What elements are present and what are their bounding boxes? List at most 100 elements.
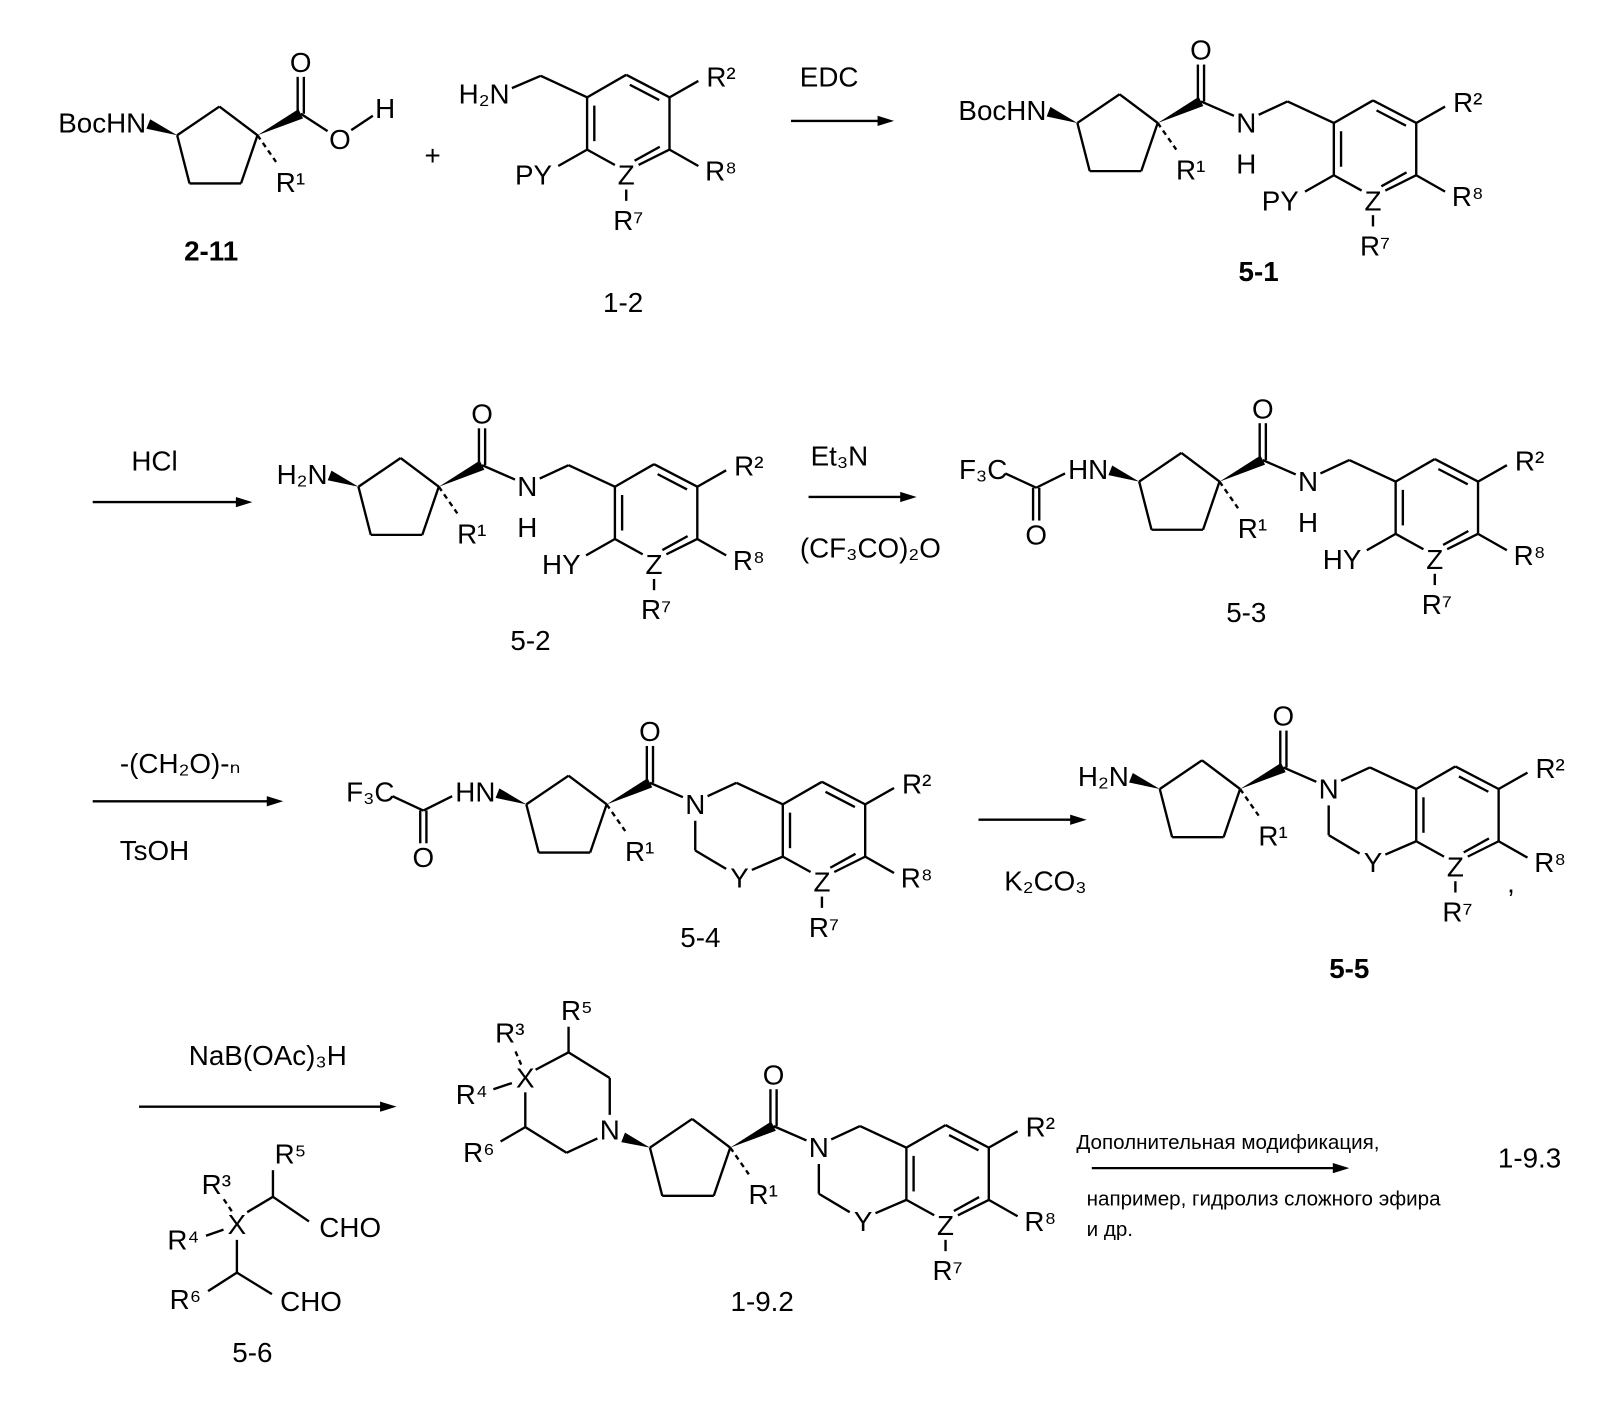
cyclopentane-bond: [358, 458, 400, 487]
hydroxyl-h-label: H: [375, 93, 395, 124]
ring-bond: [906, 1200, 934, 1215]
double-bond-line: [1438, 469, 1467, 484]
reagent-k2co3: K₂CO₃: [1004, 866, 1086, 897]
double-bond-line: [662, 536, 687, 550]
ring-bond: [1385, 841, 1416, 854]
arrowhead: [900, 492, 916, 502]
double-bond-line: [635, 147, 660, 161]
hashed-bond: [607, 804, 626, 831]
wedge-bond: [146, 119, 177, 135]
carbonyl-oxygen-label: O: [1190, 35, 1212, 66]
final-step-text-line-3: и др.: [1087, 1218, 1133, 1241]
ch2-bond: [1259, 101, 1288, 114]
hashed-bond: [1240, 789, 1259, 816]
amide-bond: [1201, 101, 1234, 115]
ring-bond: [1468, 841, 1499, 856]
ring-bond: [695, 850, 726, 868]
r2-bond: [697, 470, 726, 486]
acyl-bond: [1036, 473, 1065, 487]
acyl-bond: [423, 796, 452, 810]
ring-bond: [819, 1194, 850, 1212]
amine-label: HN: [455, 777, 495, 808]
ch2-bond: [1287, 101, 1333, 123]
x-label: X: [228, 1209, 247, 1240]
wedge-bond: [496, 788, 527, 804]
r7-label: R⁷: [1360, 230, 1390, 261]
ortho-bond: [558, 150, 587, 166]
x-label: X: [516, 1062, 535, 1093]
ring-bond: [906, 1125, 945, 1148]
compound-id-5-2: 5-2: [510, 625, 550, 656]
ortho-bond: [1367, 534, 1396, 550]
cyclopentane-bond: [590, 804, 606, 852]
z-label: Z: [813, 867, 830, 898]
cyclopentane-bond: [650, 1119, 692, 1148]
amine-label: H₂N: [459, 79, 510, 110]
ortho-bond: [586, 539, 615, 555]
y-label: Y: [1364, 847, 1383, 878]
r2-bond: [865, 788, 894, 804]
reagent-edc: EDC: [800, 61, 859, 92]
piperidine-bond: [566, 1138, 597, 1152]
ring-bond: [1447, 534, 1478, 549]
ring-bond: [1334, 175, 1362, 190]
amine-label: H₂N: [277, 459, 328, 490]
r1-label: R¹: [749, 1179, 778, 1210]
r8-label: R⁸: [901, 863, 933, 894]
reagent-paraformaldehyde: -(CH₂O)-ₙ: [120, 748, 241, 779]
amide-n-label: N: [1236, 108, 1256, 139]
reagent-et3n: Et₃N: [811, 441, 869, 472]
final-step-text-line-2: например, гидролиз сложного эфира: [1087, 1187, 1441, 1210]
cyclopentane-bond: [1139, 453, 1181, 482]
ortho-substituent-label: PY: [1262, 185, 1299, 216]
reagent-sodium-triacetoxyborohydride: NaB(OAc)₃H: [189, 1040, 347, 1071]
amide-bond: [1283, 767, 1316, 781]
amine-label: HN: [1068, 454, 1108, 485]
cyclopentane-bond: [241, 135, 257, 183]
double-bond-line: [949, 1135, 978, 1150]
r2-bond: [669, 81, 698, 97]
compound-id-5-3: 5-3: [1226, 597, 1266, 628]
r8-label: R⁸: [1514, 540, 1546, 571]
wedge-bond: [1108, 466, 1139, 482]
r8-label: R⁸: [1452, 181, 1484, 212]
piperidine-bond: [525, 1127, 566, 1153]
ring-bond: [860, 1126, 906, 1148]
y-label: Y: [854, 1206, 873, 1237]
r2-bond: [989, 1131, 1018, 1147]
double-bond-line: [1464, 838, 1489, 852]
chain-bond: [237, 1273, 272, 1295]
amine-label: H₂N: [1078, 761, 1129, 792]
amide-h-label: H: [517, 512, 537, 543]
z-label: Z: [937, 1210, 954, 1241]
r8-bond: [865, 857, 894, 873]
wedge-bond: [730, 1122, 776, 1148]
r8-bond: [1478, 534, 1507, 550]
r8-label: R⁸: [705, 156, 737, 187]
cyclopentane-bond: [569, 776, 607, 805]
piperidine-n-label: N: [600, 1115, 620, 1146]
compound-id-5-4: 5-4: [680, 922, 720, 953]
r1-label: R¹: [1258, 821, 1287, 852]
r4-label: R⁴: [167, 1224, 199, 1255]
r2-label: R²: [706, 61, 735, 92]
arrowhead: [1070, 815, 1086, 825]
cyclopentane-bond: [177, 107, 219, 136]
ring-bond: [666, 539, 697, 554]
ring-bond: [1416, 841, 1444, 856]
amide-h-label: H: [1298, 507, 1318, 538]
r2-bond: [1478, 465, 1507, 481]
r3-label: R³: [495, 1017, 524, 1048]
double-bond-line: [1381, 172, 1406, 186]
hydroxyl-oxygen-label: O: [329, 124, 351, 155]
cyclopentane-bond: [1160, 789, 1172, 837]
final-step-text-line-1: Дополнительная модификация,: [1076, 1131, 1379, 1154]
aldehyde-label: CHO: [280, 1286, 342, 1317]
r4-label: R⁴: [456, 1079, 488, 1110]
arrowhead: [236, 497, 252, 507]
r8-bond: [1416, 175, 1445, 191]
ring-bond: [708, 783, 737, 796]
carbonyl-oxygen-label: O: [639, 716, 661, 747]
ring-bond: [752, 857, 783, 870]
carbonyl-oxygen-label: O: [1273, 701, 1295, 732]
